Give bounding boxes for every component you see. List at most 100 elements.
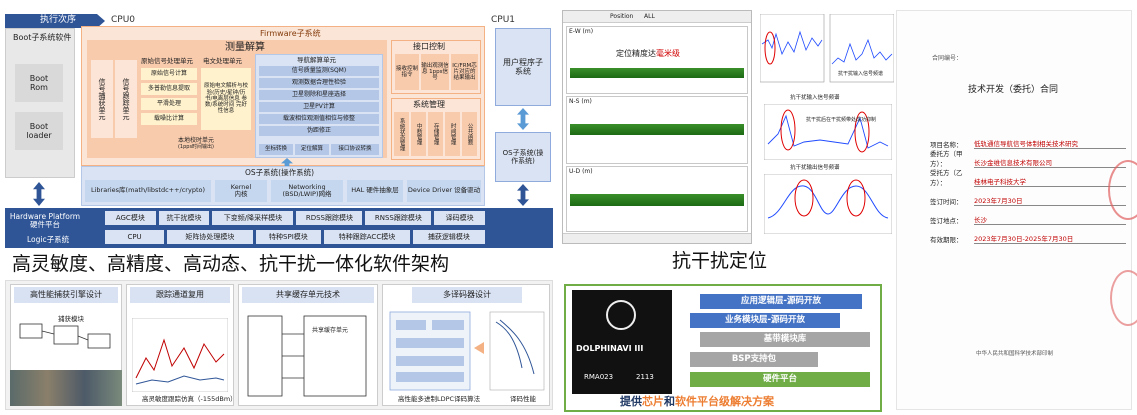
shared-cache-label: 共享缓存单元 (312, 327, 349, 334)
row-key: 委托方（甲方）： (930, 150, 963, 168)
tech-title: 跟踪通道复用 (130, 287, 230, 303)
shared-cache-diagram (247, 315, 367, 397)
firmware-label: Firmware子系统 (260, 29, 321, 38)
contract-fields: 项目名称：低轨通信导航信号体制相关技术研究 委托方（甲方）： 长沙金维信息技术有限… (930, 130, 1126, 244)
precision-value: 毫米级 (656, 49, 680, 58)
chip-code1: RMA023 (584, 373, 614, 381)
nav-solve-label: 导航解算单元 (297, 56, 336, 64)
toolbar-all[interactable]: ALL (644, 13, 655, 20)
hw-platform-label: Hardware Platform 硬件平台 (9, 211, 81, 229)
nav-bottom-item: 坐标转换 (259, 144, 293, 155)
sysmgr-item: 中断管理 (411, 112, 426, 156)
red-seal-stamp (1108, 160, 1137, 220)
sig-track: 信号跟踪单元 (115, 60, 137, 138)
stack-layer: 应用逻辑层-源码开放 (700, 294, 862, 309)
video-thumbnail-strip (10, 370, 122, 406)
nav-item: 观测数据合理性检验 (259, 78, 379, 88)
red-seal-stamp (1110, 270, 1137, 326)
spectrum-anno: 抗干扰输入信号频谱 (838, 71, 884, 77)
os-networking: Networking (BSD/LWIP)网络 (271, 180, 343, 202)
row-value: 桂林电子科技大学 (974, 176, 1126, 187)
architecture-diagram: 执行次序 CPU0 CPU1 Boot子系统软件 Boot Rom Boot l… (5, 10, 553, 250)
contract-row: 委托方（甲方）： 长沙金维信息技术有限公司 (930, 149, 1126, 168)
sysmgr-item: 存储管理 (428, 112, 443, 156)
raw-meas-label: 原始信号处理单元 (141, 57, 193, 65)
anti-jam-caption: 抗干扰定位 (672, 250, 768, 272)
boot-rom: Boot Rom (15, 64, 63, 102)
precision-label: 定位精度达毫米级 (616, 50, 680, 58)
logic-label: Logic子系统 (27, 235, 70, 244)
capture-module-label: 捕获模块 (58, 315, 84, 323)
boot-sw-label: Boot子系统软件 (13, 33, 72, 42)
hw-module: RNSS跟踪模块 (365, 211, 432, 225)
slogan-part: 软件平台级解决方案 (675, 395, 774, 408)
iface-item: 接收控制指令 (395, 54, 419, 90)
ns-trace (570, 124, 744, 135)
boot-loader: Boot loader (15, 112, 63, 150)
text-proc-label: 电文处理单元 (203, 57, 242, 65)
hw-module: 译码模块 (434, 211, 485, 225)
hw-module: RDSS跟踪模块 (296, 211, 363, 225)
raw-item: 平滑处理 (141, 98, 197, 110)
contract-title: 技术开发（委托）合同 (968, 85, 1059, 95)
hw-module: 下变频/降采样模块 (212, 211, 294, 225)
nav-item: 卫星PV计算 (259, 102, 379, 112)
chip-logo-icon (606, 300, 636, 330)
nav-items: 信号质量监测(SQM) 观测数据合理性检验 卫星剔除和星座选择 卫星PV计算 载… (259, 66, 379, 138)
sysmgr-item: 系统状态管理 (394, 112, 409, 156)
architecture-caption: 高灵敏度、高精度、高动态、抗干扰一体化软件架构 (12, 253, 450, 275)
slogan-part: 提供 (620, 395, 642, 408)
iface-item: IC/FRM芯片对应的结果输出 (451, 54, 478, 90)
tracking-sim-label: 高灵敏度跟踪仿真（-155dBm） (142, 395, 237, 403)
text-proc-detail: 原始电文解析与校验(历史/星钟/历书/电离层信息 参数/系统时间 完好性信息 (201, 68, 251, 130)
tracking-sim-plot (132, 318, 228, 392)
os-side-subsystem: OS子系统(操作系统) (495, 132, 551, 182)
row-key: 受托方（乙方）： (930, 169, 963, 187)
nav-item: 载波相位观测值相位与修整 (259, 114, 379, 124)
stack-layer: 硬件平台 (690, 372, 870, 387)
tech-title: 多译码器设计 (412, 287, 522, 303)
sig-capture: 信号捕获单元 (91, 60, 113, 138)
row-value: 长沙金维信息技术有限公司 (974, 157, 1126, 168)
row-key: 有效期限： (930, 236, 963, 244)
spectrum-mid (764, 104, 892, 160)
stack-layer: 基带模块库 (700, 332, 870, 347)
row-key: 签订地点： (930, 217, 963, 225)
nav-bottom-item: 接口协议转换 (331, 144, 379, 155)
row-value: 2023年7月30日 (974, 195, 1126, 206)
iface-item: 输出观测信息 1pps信号 (421, 54, 449, 90)
sysmgr-label: 系统管理 (413, 100, 445, 109)
contract-page (896, 10, 1132, 410)
hw-module: AGC模块 (105, 211, 156, 225)
nav-item: 信号质量监测(SQM) (259, 66, 379, 76)
ud-trace (570, 194, 744, 206)
plot-statusbar (563, 233, 751, 243)
contract-footer: 中华人民共和国科学技术部印制 (976, 351, 1054, 357)
os-bar-label: OS子系统(操作系统) (245, 168, 315, 177)
ldpc-label: 高性能多进制LDPC译码算法 (398, 395, 481, 403)
tech-card-3 (238, 284, 378, 406)
contract-number: 合同编号： (932, 55, 963, 62)
tech-title: 高性能捕获引擎设计 (14, 287, 118, 303)
exec-order-label: 执行次序 (40, 15, 77, 25)
raw-item: 多普勒信息提取 (141, 83, 197, 95)
row-value: 长沙 (974, 214, 1126, 225)
hw-module: CPU (105, 230, 165, 244)
hw-row1: AGC模块 抗干扰模块 下变频/降采样模块 RDSS跟踪模块 RNSS跟踪模块 … (105, 211, 485, 225)
contract-row: 签订时间：2023年7月30日 (930, 187, 1126, 206)
sysmgr-item: 公共函数 (462, 112, 477, 156)
spectrum-anno: 抗干扰后在干扰频带处成功抑制 (806, 117, 877, 123)
spectrum-title: 抗干扰输出信号频谱 (790, 165, 840, 171)
raw-meas-items: 原始信号计算 多普勒信息提取 平滑处理 载噪比计算 (141, 68, 197, 125)
nav-bottom-item: 定位解算 (295, 144, 329, 155)
chip-slogan: 提供芯片和软件平台级解决方案 (620, 396, 774, 407)
hw-module: 捕获逻辑模块 (412, 230, 485, 244)
spectrum-top (760, 14, 894, 83)
toolbar-position[interactable]: Position (610, 13, 634, 20)
os-kernel: Kernel 内核 (215, 180, 267, 202)
hw-module: 特种SPI模块 (255, 230, 322, 244)
ew-trace (570, 68, 744, 78)
stack-layer: 业务模块层-源码开放 (690, 313, 840, 328)
cpu1-arrow-icon (517, 108, 529, 130)
contract-row: 项目名称：低轨通信导航信号体制相关技术研究 (930, 130, 1126, 149)
